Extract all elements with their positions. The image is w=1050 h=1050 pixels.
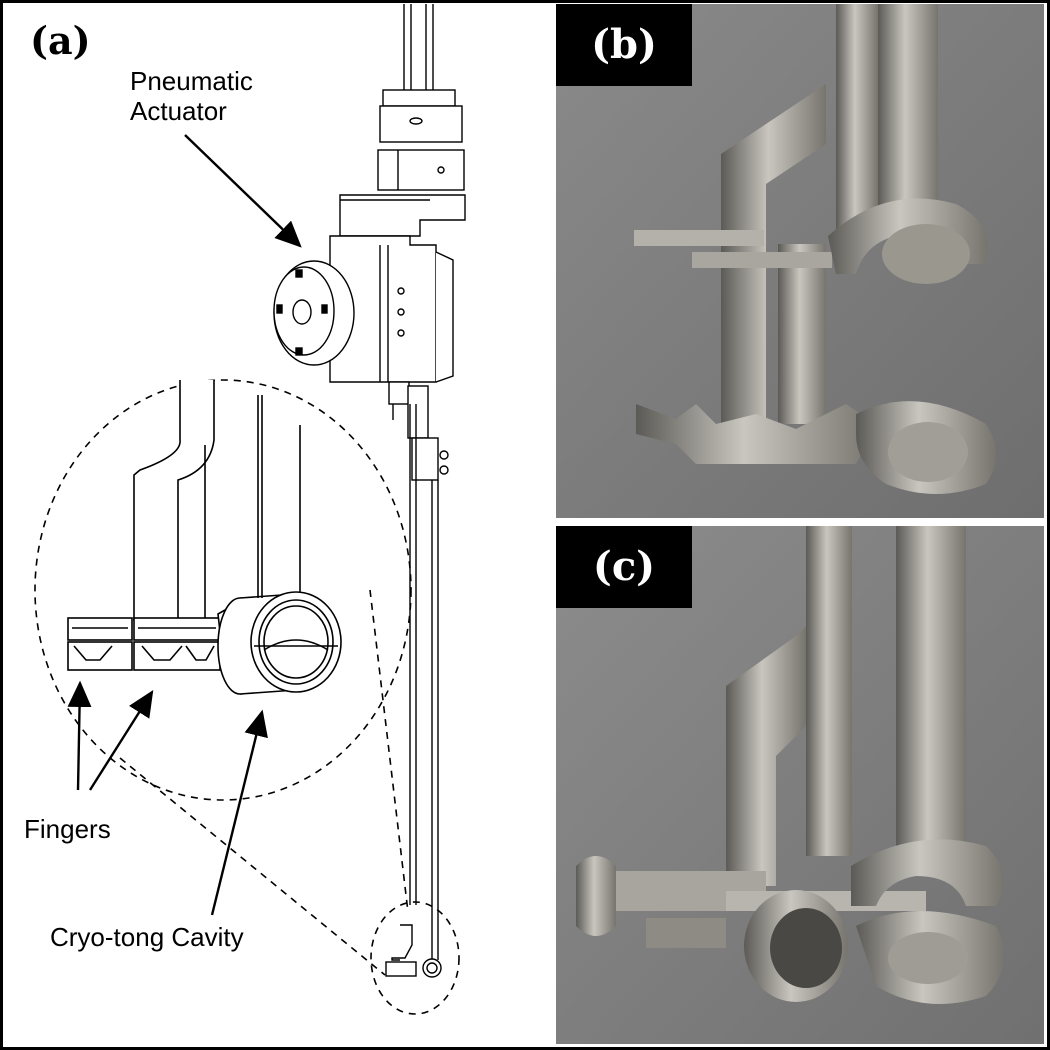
fingers-callout: Fingers [24, 814, 111, 844]
gripper-open-image [556, 4, 1044, 518]
panel-label-c: (c) [556, 526, 692, 608]
pneumatic-actuator-callout: Pneumatic Actuator [130, 66, 253, 126]
panel-label-a: (a) [30, 18, 91, 63]
gripper-closed-image [556, 526, 1044, 1044]
photo-closed-gripper: (c) [556, 526, 1044, 1044]
photo-open-gripper: (b) [556, 4, 1044, 518]
panel-divider [556, 518, 1044, 526]
panel-label-b: (b) [556, 4, 692, 86]
callout-line1: Pneumatic [130, 66, 253, 96]
callout-line2: Actuator [130, 96, 227, 126]
cryo-tong-cavity-callout: Cryo-tong Cavity [50, 922, 244, 952]
